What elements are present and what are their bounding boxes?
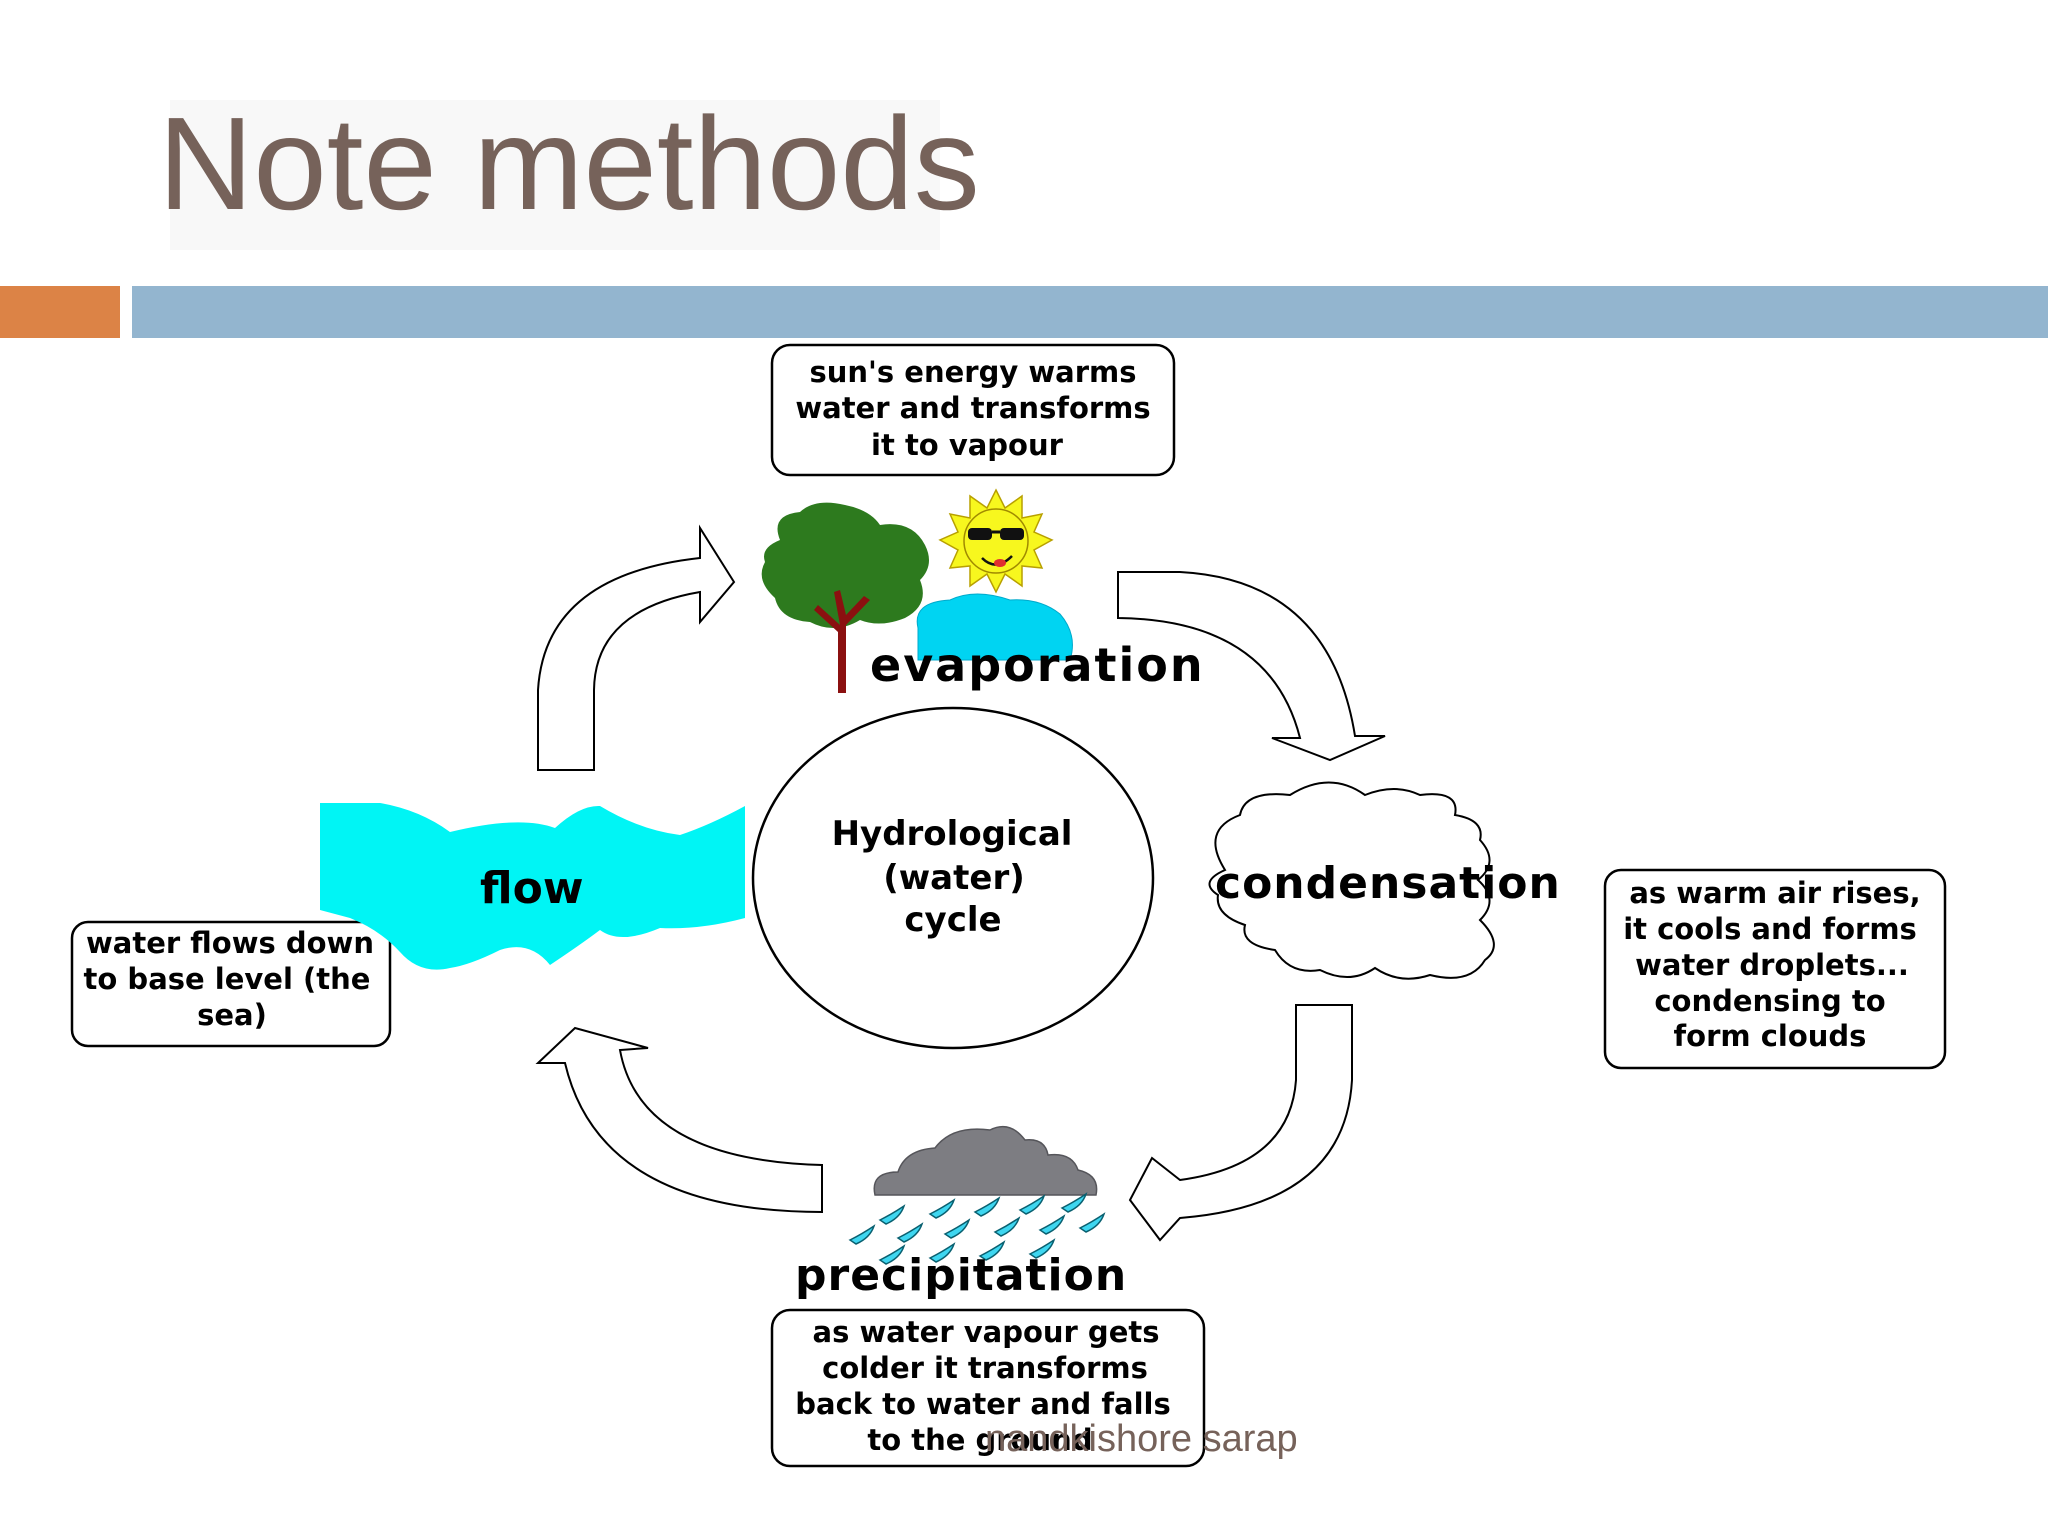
condensation-note: as warm air rises, it cools and forms wa… — [1603, 868, 1947, 1070]
condensation-cloud-icon — [1208, 781, 1495, 980]
precipitation-note-line-4: to the ground — [867, 1423, 1092, 1457]
stage-label-condensation: condensation — [1215, 858, 1561, 909]
arrow-flow-to-evaporation — [537, 524, 736, 771]
raindrops — [848, 1192, 1106, 1265]
condensation-note-line-2: it cools and forms — [1623, 912, 1917, 946]
evaporation-note: sun's energy warms water and transforms … — [770, 343, 1176, 477]
stage-label-precipitation: precipitation — [795, 1250, 1127, 1301]
condensation-note-line-1: as warm air rises, — [1629, 876, 1920, 910]
flow-note-line-2: to base level (the — [84, 962, 371, 996]
precipitation-note-line-2: colder it transforms — [822, 1351, 1148, 1385]
arrow-precipitation-to-flow — [535, 1026, 823, 1214]
stage-label-evaporation: evaporation — [870, 638, 1205, 692]
center-line-1: Hydrological — [832, 814, 1073, 854]
sun-icon — [938, 488, 1054, 594]
stage-label-flow: flow — [480, 863, 584, 914]
cloud-icon — [916, 593, 1073, 661]
river-icon — [320, 803, 745, 970]
condensation-note-line-5: form clouds — [1674, 1019, 1867, 1053]
evaporation-note-line-2: water and transforms — [795, 391, 1150, 425]
arrow-condensation-to-precipitation-outline — [1128, 1004, 1353, 1242]
precipitation-note-line-3: back to water and falls — [795, 1387, 1170, 1421]
center-line-3: cycle — [904, 900, 1001, 940]
evaporation-note-line-1: sun's energy warms — [810, 355, 1137, 389]
center-line-2: (water) — [883, 858, 1025, 898]
arrow-evaporation-to-condensation — [1117, 571, 1386, 762]
accent-bar-orange — [0, 286, 120, 338]
evaporation-note-line-3: it to vapour — [871, 428, 1064, 462]
slide-title: Note methods — [158, 90, 980, 237]
flow-note: water flows down to base level (the sea) — [70, 920, 392, 1048]
accent-bar-blue — [132, 286, 2048, 338]
center-cycle: Hydrological (water) cycle — [751, 706, 1155, 1050]
tree-icon — [761, 502, 929, 693]
flow-note-line-3: sea) — [197, 998, 267, 1032]
precipitation-note-line-1: as water vapour gets — [813, 1315, 1160, 1349]
precipitation-note: as water vapour gets colder it transform… — [770, 1308, 1206, 1468]
condensation-note-line-3: water droplets... — [1635, 948, 1909, 982]
flow-note-line-1: water flows down — [86, 926, 374, 960]
rain-cloud-icon — [873, 1125, 1098, 1196]
footer-author: nandkishore sarap — [985, 1418, 1298, 1460]
title-background — [170, 100, 940, 250]
condensation-note-line-4: condensing to — [1654, 984, 1885, 1018]
